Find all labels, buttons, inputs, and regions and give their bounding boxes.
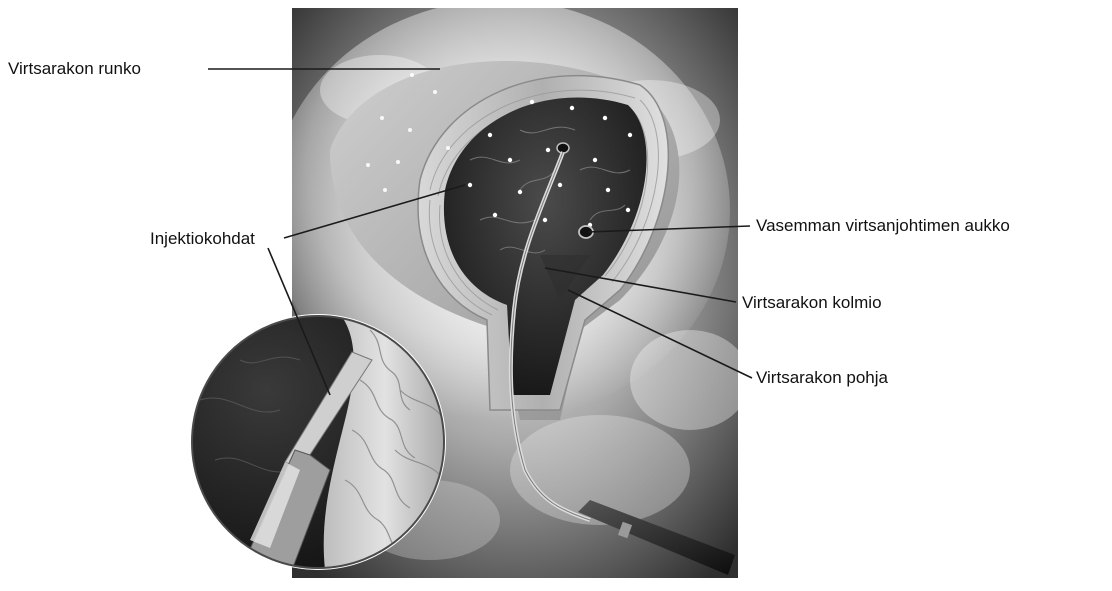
label-trigone: Virtsarakon kolmio [742, 293, 882, 313]
label-bladder-body: Virtsarakon runko [8, 59, 141, 79]
label-bladder-base: Virtsarakon pohja [756, 368, 888, 388]
label-injection-sites: Injektiokohdat [150, 229, 255, 249]
label-left-ureter-orifice: Vasemman virtsanjohtimen aukko [756, 216, 1010, 236]
